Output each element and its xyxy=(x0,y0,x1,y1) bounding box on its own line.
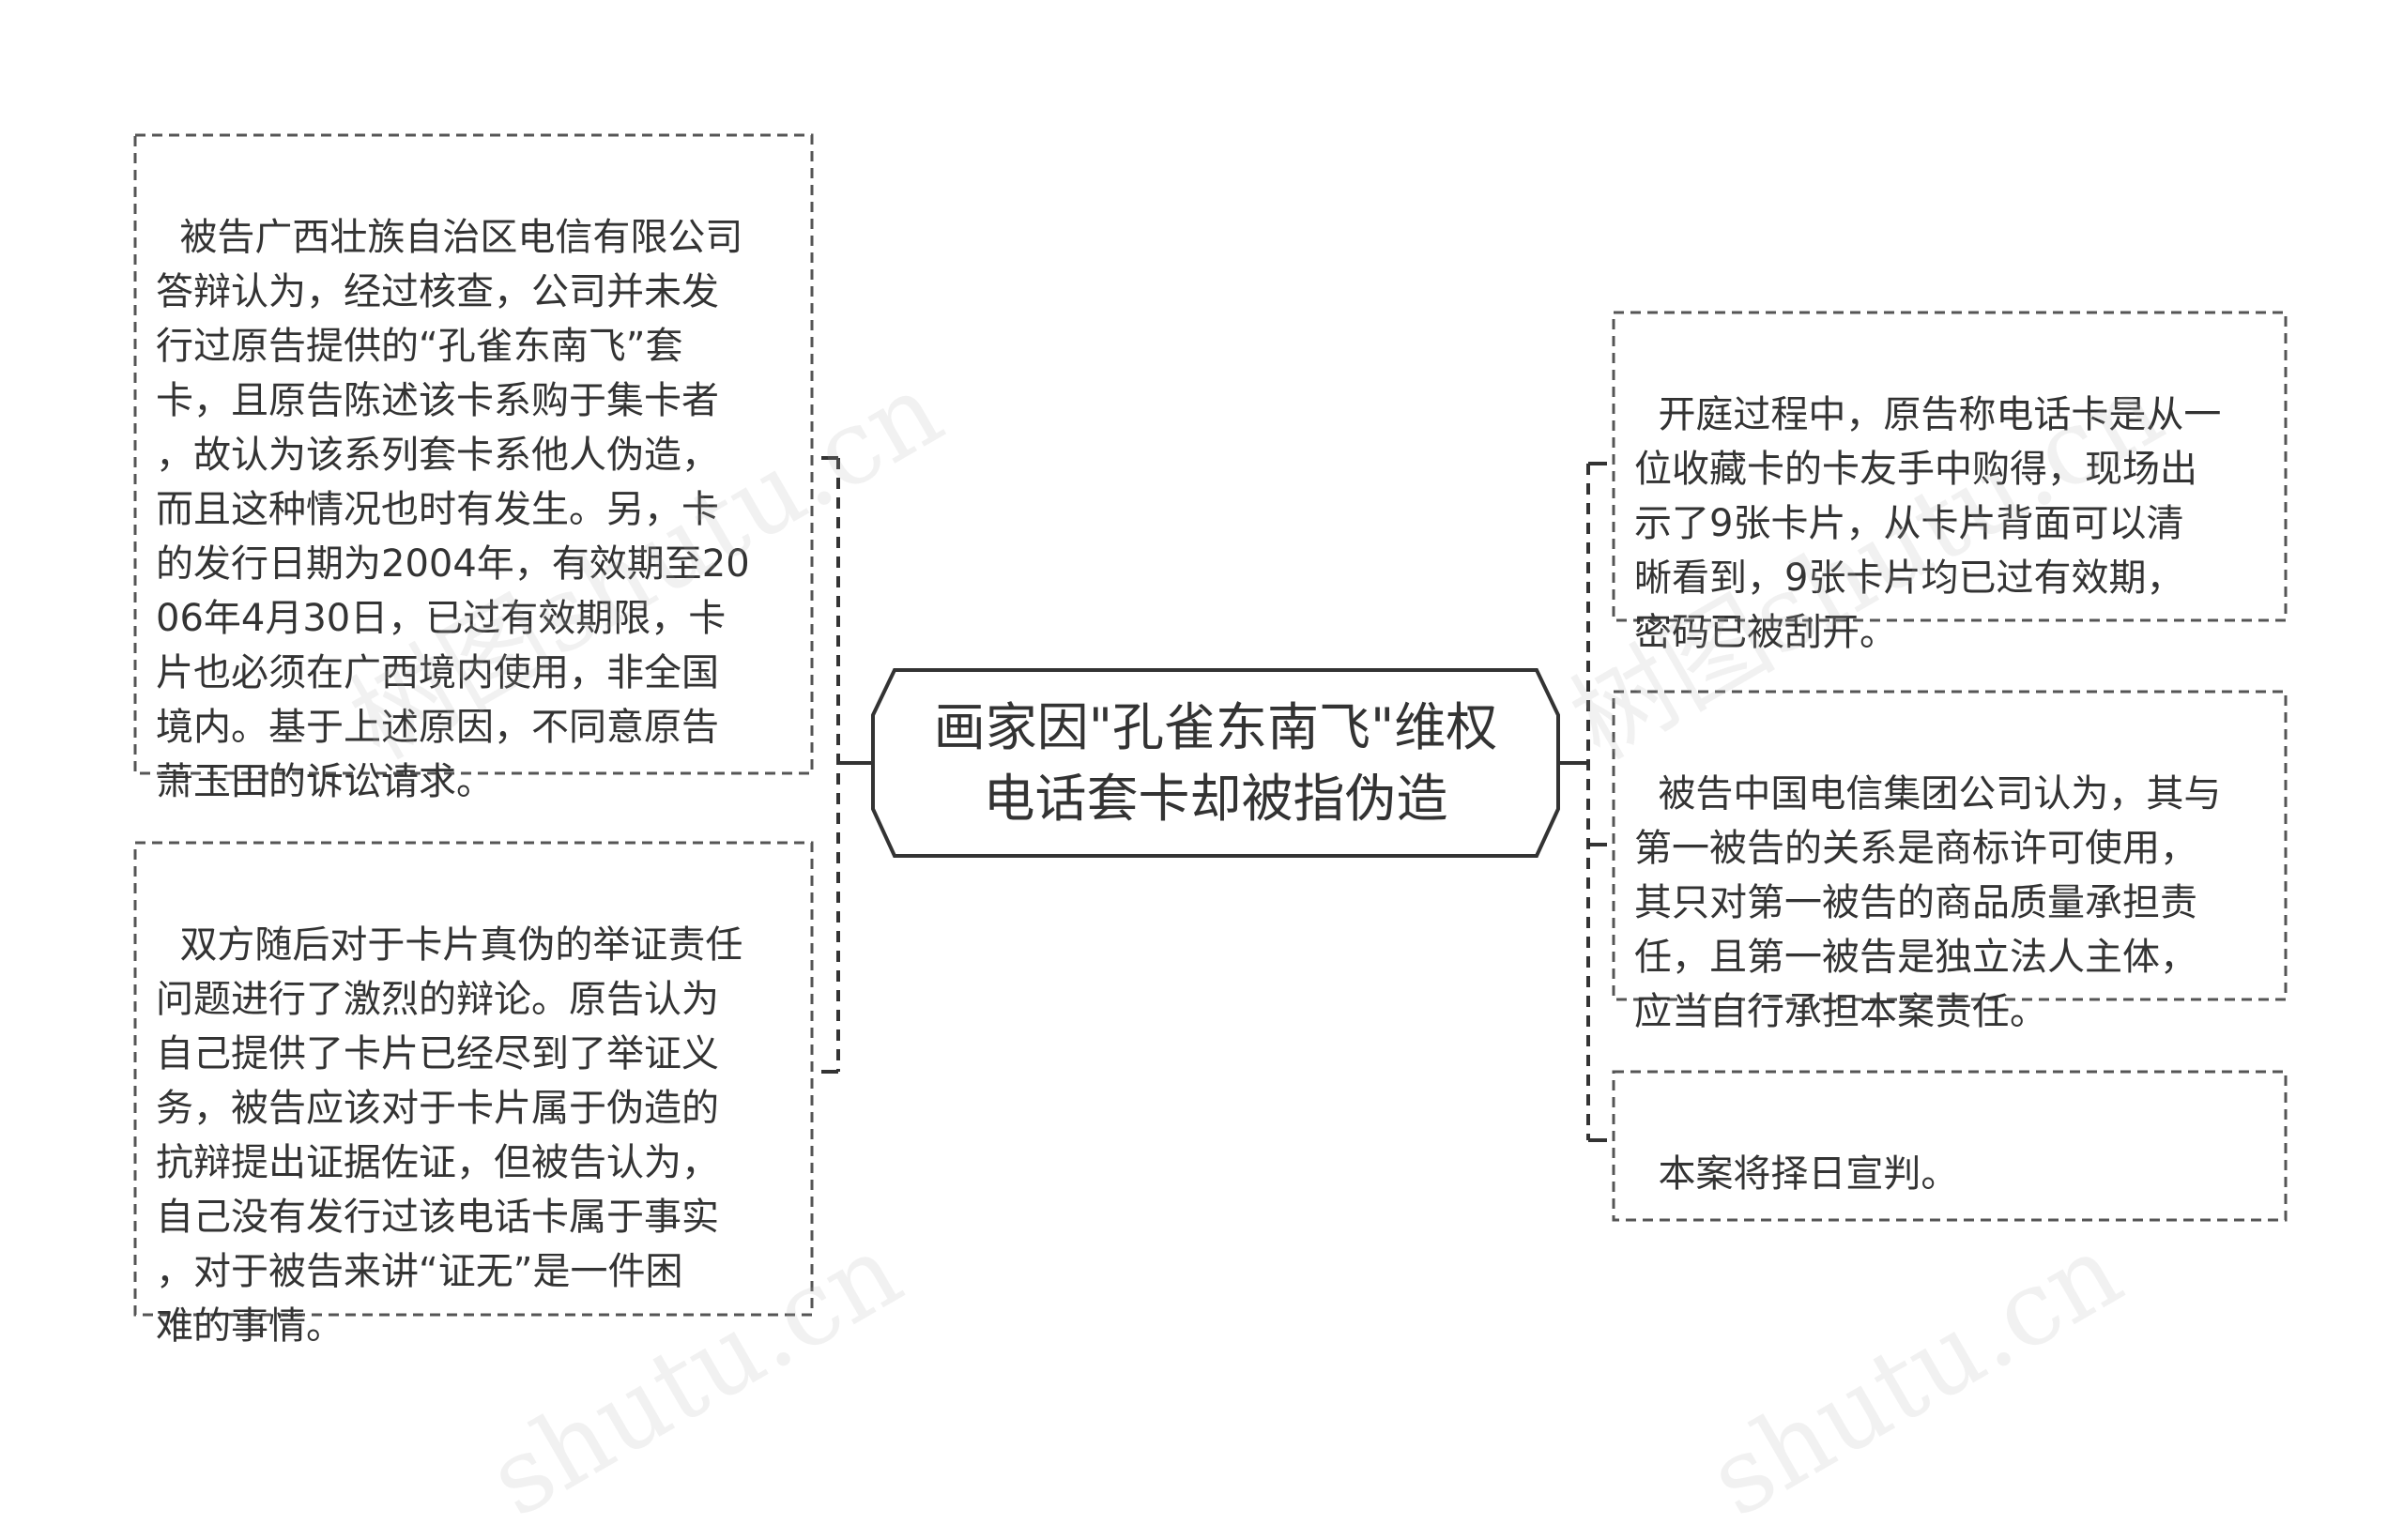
left-node-2-text: 双方随后对于卡片真伪的举证责任 问题进行了激烈的辩论。原告认为 自己提供了卡片已… xyxy=(156,923,743,1348)
left-node-1-text: 被告广西壮族自治区电信有限公司 答辩认为，经过核查，公司并未发 行过原告提供的“… xyxy=(156,216,750,803)
right-connectors xyxy=(1558,462,1607,1142)
right-node-hearing-process[interactable]: 开庭过程中，原告称电话卡是从一 位收藏卡的卡友手中购得，现场出 示了9张卡片，从… xyxy=(1614,313,2286,654)
left-node-burden-of-proof[interactable]: 双方随后对于卡片真伪的举证责任 问题进行了激烈的辩论。原告认为 自己提供了卡片已… xyxy=(135,843,812,1348)
left-node-defendant-reply[interactable]: 被告广西壮族自治区电信有限公司 答辩认为，经过核查，公司并未发 行过原告提供的“… xyxy=(135,135,812,803)
central-topic[interactable]: 画家因"孔雀东南飞"维权 电话套卡却被指伪造 xyxy=(873,670,1558,856)
right-node-2-text: 被告中国电信集团公司认为，其与 第一被告的关系是商标许可使用， 其只对第一被告的… xyxy=(1634,772,2222,1033)
mindmap-canvas xyxy=(133,133,2288,1317)
left-node-1-box xyxy=(133,133,814,775)
right-node-verdict-pending[interactable]: 本案将择日宣判。 xyxy=(1614,1072,2286,1220)
central-topic-line-1: 画家因"孔雀东南飞"维权 xyxy=(933,697,1498,757)
left-node-2-box xyxy=(133,841,814,1317)
left-connectors xyxy=(821,456,873,1074)
right-node-1-box xyxy=(1612,311,2288,622)
right-node-2-box xyxy=(1612,690,2288,1001)
right-node-3-box xyxy=(1612,1070,2288,1222)
right-node-3-text: 本案将择日宣判。 xyxy=(1658,1152,1959,1196)
right-node-china-telecom-view[interactable]: 被告中国电信集团公司认为，其与 第一被告的关系是商标许可使用， 其只对第一被告的… xyxy=(1614,692,2286,1033)
central-topic-line-2: 电话套卡却被指伪造 xyxy=(983,769,1448,829)
right-node-1-text: 开庭过程中，原告称电话卡是从一 位收藏卡的卡友手中购得，现场出 示了9张卡片，从… xyxy=(1634,393,2222,654)
central-topic-shape xyxy=(871,668,1560,858)
